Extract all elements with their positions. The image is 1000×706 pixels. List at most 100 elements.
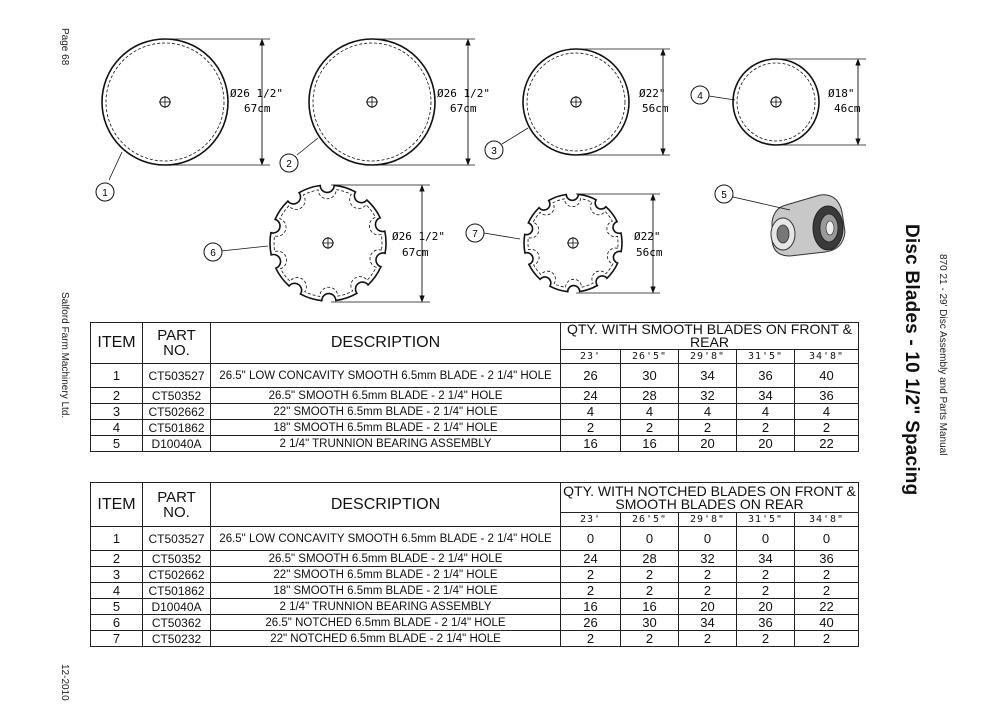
- qty-cell: 20: [736, 598, 795, 615]
- qty-cell: 4: [620, 403, 679, 420]
- qty-cell: 32: [678, 550, 737, 567]
- qty-cell: 16: [560, 598, 621, 615]
- trunnion-bearing-assembly: [770, 194, 846, 257]
- table-row: 5 D10040A 2 1/4" TRUNNION BEARING ASSEMB…: [90, 435, 859, 452]
- qty-cell: 2: [793, 582, 860, 599]
- header-qty: QTY. WITH SMOOTH BLADES ON FRONT & REAR: [560, 322, 859, 350]
- qty-cell: 20: [736, 435, 795, 452]
- smooth-blades-table: ITEM PART NO. DESCRIPTION QTY. WITH SMOO…: [90, 322, 859, 452]
- part-number: CT503527: [142, 363, 211, 388]
- table-row: 2 CT50352 26.5" SMOOTH 6.5mm BLADE - 2 1…: [90, 387, 859, 404]
- qty-cell: 28: [620, 550, 679, 567]
- part-description: 2 1/4" TRUNNION BEARING ASSEMBLY: [210, 598, 561, 615]
- qty-cell: 40: [793, 614, 860, 631]
- header-part-no: PART NO.: [142, 482, 211, 527]
- callout-7: 7: [472, 229, 478, 240]
- qty-cell: 2: [678, 566, 737, 583]
- item-number: 5: [90, 598, 143, 615]
- callout-6: 6: [210, 248, 216, 259]
- header-size: 26'5": [620, 512, 679, 527]
- part-number: D10040A: [142, 598, 211, 615]
- dim-2-cm: 67cm: [450, 102, 477, 115]
- header-size: 26'5": [620, 349, 679, 364]
- smooth-disc-blade-1: [101, 38, 270, 166]
- table-row: 4 CT501862 18" SMOOTH 6.5mm BLADE - 2 1/…: [90, 582, 860, 599]
- qty-cell: 0: [793, 526, 860, 551]
- qty-cell: 2: [620, 419, 679, 436]
- qty-cell: 34: [678, 363, 737, 388]
- part-number: CT50232: [142, 630, 211, 647]
- part-number: CT501862: [142, 419, 211, 436]
- callout-5: 5: [721, 190, 727, 201]
- qty-cell: 34: [736, 387, 795, 404]
- item-number: 1: [90, 526, 143, 551]
- dim-4-cm: 46cm: [834, 102, 861, 115]
- qty-cell: 2: [793, 630, 860, 647]
- header-size: 34'8": [794, 349, 859, 364]
- part-description: 26.5" SMOOTH 6.5mm BLADE - 2 1/4" HOLE: [210, 550, 561, 567]
- qty-cell: 0: [560, 526, 621, 551]
- qty-cell: 24: [560, 550, 621, 567]
- callout-2: 2: [286, 159, 292, 170]
- header-size: 29'8": [678, 512, 737, 527]
- qty-cell: 4: [560, 403, 621, 420]
- qty-cell: 2: [793, 566, 860, 583]
- qty-cell: 22: [793, 598, 860, 615]
- qty-cell: 2: [678, 582, 737, 599]
- part-number: CT502662: [142, 566, 211, 583]
- qty-cell: 2: [620, 630, 679, 647]
- table-row: 3 CT502662 22" SMOOTH 6.5mm BLADE - 2 1/…: [90, 403, 859, 420]
- header-qty: QTY. WITH NOTCHED BLADES ON FRONT & SMOO…: [559, 482, 860, 513]
- callout-1: 1: [102, 188, 108, 199]
- header-item: ITEM: [90, 482, 143, 527]
- header-size: 31'5": [736, 349, 795, 364]
- table-row: 4 CT501862 18" SMOOTH 6.5mm BLADE - 2 1/…: [90, 419, 859, 436]
- dim-2-dia: Ø26 1/2": [437, 87, 490, 100]
- qty-cell: 36: [793, 550, 860, 567]
- item-number: 5: [90, 435, 143, 452]
- qty-cell: 2: [560, 630, 621, 647]
- header-size: 29'8": [678, 349, 737, 364]
- notched-disc-blade-6: [269, 184, 430, 303]
- table-row: 3 CT502662 22" SMOOTH 6.5mm BLADE - 2 1/…: [90, 566, 860, 583]
- dim-7-cm: 56cm: [636, 246, 663, 259]
- qty-cell: 24: [560, 387, 621, 404]
- part-number: CT501862: [142, 582, 211, 599]
- part-description: 18" SMOOTH 6.5mm BLADE - 2 1/4" HOLE: [210, 419, 561, 436]
- dim-1-cm: 67cm: [244, 102, 271, 115]
- table-row: 6 CT50362 26.5" NOTCHED 6.5mm BLADE - 2 …: [90, 614, 860, 631]
- part-description: 26.5" NOTCHED 6.5mm BLADE - 2 1/4" HOLE: [210, 614, 561, 631]
- item-number: 6: [90, 614, 143, 631]
- dim-4-dia: Ø18": [828, 87, 855, 100]
- dim-3-dia: Ø22": [639, 87, 666, 100]
- notched-blades-table: ITEM PART NO. DESCRIPTION QTY. WITH NOTC…: [90, 482, 860, 647]
- qty-cell: 2: [794, 419, 859, 436]
- header-size: 34'8": [793, 512, 860, 527]
- dim-6-cm: 67cm: [402, 246, 429, 259]
- callout-3: 3: [491, 146, 497, 157]
- qty-cell: 2: [560, 419, 621, 436]
- part-number: CT50362: [142, 614, 211, 631]
- qty-cell: 2: [678, 419, 737, 436]
- header-size: 23': [560, 349, 621, 364]
- qty-cell: 32: [678, 387, 737, 404]
- qty-cell: 28: [620, 387, 679, 404]
- part-description: 26.5" LOW CONCAVITY SMOOTH 6.5mm BLADE -…: [210, 526, 561, 551]
- part-number: D10040A: [142, 435, 211, 452]
- table-row: 2 CT50352 26.5" SMOOTH 6.5mm BLADE - 2 1…: [90, 550, 860, 567]
- qty-cell: 4: [678, 403, 737, 420]
- qty-cell: 4: [736, 403, 795, 420]
- smooth-disc-blade-3: [522, 48, 670, 156]
- item-number: 4: [90, 419, 143, 436]
- part-description: 26.5" LOW CONCAVITY SMOOTH 6.5mm BLADE -…: [210, 363, 561, 388]
- dim-7-dia: Ø22": [634, 230, 661, 243]
- dim-6-dia: Ø26 1/2": [392, 230, 445, 243]
- part-description: 18" SMOOTH 6.5mm BLADE - 2 1/4" HOLE: [210, 582, 561, 599]
- part-number: CT503527: [142, 526, 211, 551]
- qty-cell: 34: [736, 550, 795, 567]
- part-description: 2 1/4" TRUNNION BEARING ASSEMBLY: [210, 435, 561, 452]
- qty-cell: 2: [620, 566, 679, 583]
- item-number: 1: [90, 363, 143, 388]
- qty-cell: 36: [736, 614, 795, 631]
- qty-cell: 2: [678, 630, 737, 647]
